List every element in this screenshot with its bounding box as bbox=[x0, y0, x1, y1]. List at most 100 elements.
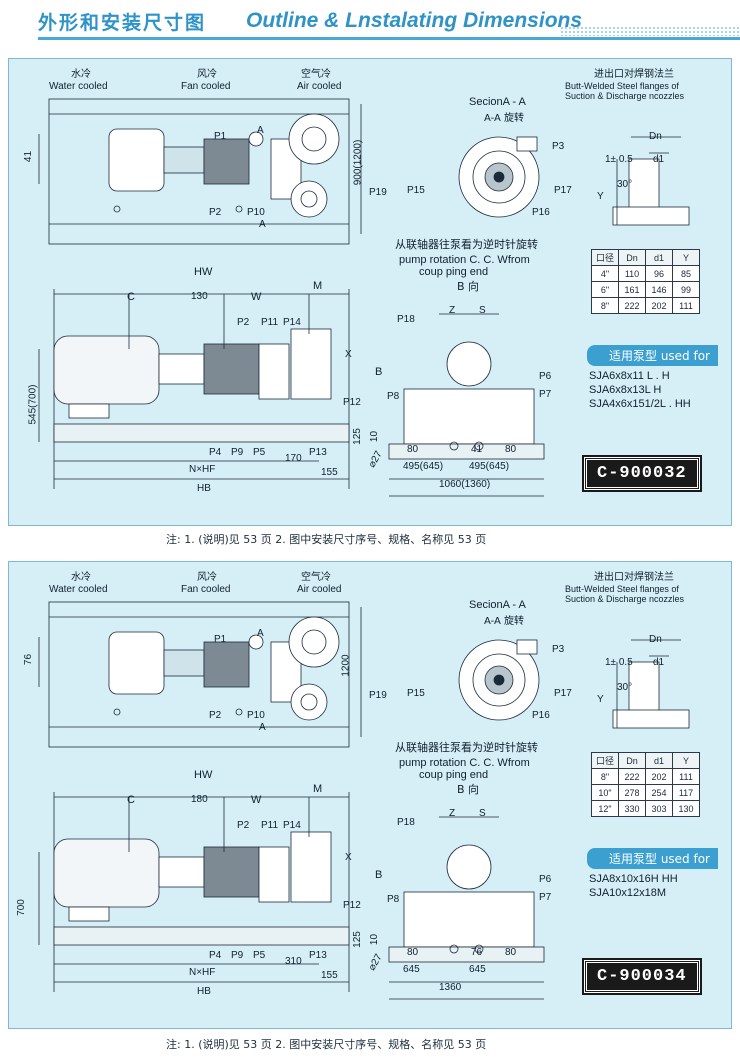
dim-545: 700 bbox=[15, 899, 27, 916]
dim-130: 130 bbox=[191, 291, 208, 302]
section-title: SecionA - A bbox=[469, 599, 526, 611]
b-view-casing bbox=[403, 891, 535, 948]
b-view-label: B 向 bbox=[457, 783, 480, 796]
table-header: Dn bbox=[618, 249, 646, 266]
table-cell: 85 bbox=[672, 265, 700, 282]
table-cell: 146 bbox=[645, 281, 673, 298]
dim-495-right: 495(645) bbox=[469, 461, 510, 472]
label-air-cn: 空气冷 bbox=[301, 69, 331, 80]
pump-casing-side bbox=[290, 328, 332, 400]
dim-170: 310 bbox=[285, 956, 302, 967]
flange-d1: d1 bbox=[653, 154, 665, 165]
pump-suction-top bbox=[290, 180, 328, 218]
dim-w: W bbox=[251, 291, 262, 303]
label-p6: P6 bbox=[539, 874, 552, 885]
dim-z: Z bbox=[449, 808, 456, 819]
label-b-arrow: B bbox=[375, 366, 383, 378]
table-cell: 12" bbox=[591, 800, 619, 817]
top-view-frame bbox=[48, 601, 350, 748]
dim-z: Z bbox=[449, 305, 456, 316]
rotation-note-cn: 从联轴器往泵看为逆时针旋转 bbox=[395, 741, 538, 754]
label-p7: P7 bbox=[539, 389, 552, 400]
label-b-arrow: B bbox=[375, 869, 383, 881]
used-for-banner: 适用泵型 used for bbox=[587, 848, 718, 869]
label-water-cn: 水冷 bbox=[71, 69, 91, 80]
dim-10: 10 bbox=[369, 933, 381, 946]
dim-125: 125 bbox=[351, 931, 363, 948]
label-p4: P4 bbox=[209, 950, 222, 961]
section-title: SecionA - A bbox=[469, 96, 526, 108]
model-item: SJA6x8x13L H bbox=[589, 384, 662, 396]
table-header-row: 口径 Dn d1 Y bbox=[591, 752, 700, 769]
label-air-en: Air cooled bbox=[297, 81, 342, 92]
rotation-note-en-2: coup ping end bbox=[419, 769, 489, 781]
label-p9: P9 bbox=[231, 447, 244, 458]
bearing-housing-top bbox=[203, 138, 250, 185]
label-p13: P13 bbox=[309, 950, 327, 961]
flange-neck bbox=[628, 661, 660, 713]
flange-tolerance: 1± 0.5 bbox=[605, 154, 633, 165]
label-p8: P8 bbox=[387, 894, 400, 905]
pump-casing-side bbox=[290, 831, 332, 903]
label-p15: P15 bbox=[407, 688, 425, 699]
flange-dimension-table: 口径 Dn d1 Y 4" 110 96 85 6" 161 146 99 bbox=[591, 249, 700, 314]
label-p10: P10 bbox=[247, 207, 265, 218]
flange-tolerance: 1± 0.5 bbox=[605, 657, 633, 668]
label-p18: P18 bbox=[397, 817, 415, 828]
label-p2-side: P2 bbox=[237, 820, 250, 831]
flange-y: Y bbox=[597, 694, 604, 705]
dim-s: S bbox=[479, 305, 486, 316]
label-air-cn: 空气冷 bbox=[301, 572, 331, 583]
flange-title-en-1: Butt-Welded Steel flanges of bbox=[565, 584, 679, 594]
label-p14: P14 bbox=[283, 820, 301, 831]
label-p2-side: P2 bbox=[237, 317, 250, 328]
label-p1: P1 bbox=[214, 131, 227, 142]
label-p7: P7 bbox=[539, 892, 552, 903]
table-row: 12" 330 303 130 bbox=[591, 800, 700, 817]
flange-angle: 30° bbox=[617, 179, 633, 190]
dim-900: 900(1200) bbox=[352, 139, 364, 186]
table-cell: 8" bbox=[591, 768, 619, 785]
engineering-drawing bbox=[38, 98, 690, 497]
baseplate-side bbox=[53, 926, 350, 946]
label-fan-en: Fan cooled bbox=[181, 81, 231, 92]
flange-base bbox=[612, 709, 690, 729]
label-p17: P17 bbox=[554, 688, 572, 699]
drawing-code-badge: C-900032 bbox=[582, 455, 702, 492]
dim-s: S bbox=[479, 808, 486, 819]
model-list: SJA8x10x16H HH SJA10x12x18M bbox=[589, 872, 678, 900]
dim-155: 155 bbox=[321, 467, 338, 478]
baseplate-side bbox=[53, 423, 350, 443]
flange-dn: Dn bbox=[649, 131, 662, 142]
dim-41-b: 76 bbox=[471, 947, 483, 958]
label-p15: P15 bbox=[407, 185, 425, 196]
label-p13: P13 bbox=[309, 447, 327, 458]
dim-80: 80 bbox=[407, 444, 419, 455]
rotation-note-en-1: pump rotation C. C. Wfrom bbox=[399, 757, 530, 769]
dim-nhf: N×HF bbox=[189, 464, 216, 475]
dim-1060: 1060(1360) bbox=[439, 479, 491, 490]
label-p2: P2 bbox=[209, 207, 222, 218]
model-item: SJA8x10x16H HH bbox=[589, 873, 678, 885]
table-cell: 222 bbox=[618, 297, 646, 314]
dim-41: 41 bbox=[23, 150, 35, 163]
table-row: 8" 222 202 111 bbox=[591, 768, 700, 785]
table-header: d1 bbox=[645, 752, 673, 769]
table-cell: 6" bbox=[591, 281, 619, 298]
dim-w: W bbox=[251, 794, 262, 806]
label-water-cn: 水冷 bbox=[71, 572, 91, 583]
rotation-note-en-2: coup ping end bbox=[419, 266, 489, 278]
table-cell: 111 bbox=[672, 297, 700, 314]
header-dot-pattern bbox=[560, 26, 740, 36]
table-header: 口径 bbox=[591, 249, 619, 266]
label-a-bottom: A bbox=[259, 722, 266, 733]
table-cell: 111 bbox=[672, 768, 700, 785]
table-header: Y bbox=[672, 752, 700, 769]
flange-title-en-2: Suction & Discharge ncozzles bbox=[565, 594, 685, 604]
dim-hb: HB bbox=[197, 483, 211, 494]
bearing-housing-side bbox=[203, 343, 260, 395]
dim-x: X bbox=[345, 852, 352, 863]
label-p8: P8 bbox=[387, 391, 400, 402]
b-view-baseplate bbox=[388, 946, 545, 963]
flange-y: Y bbox=[597, 191, 604, 202]
